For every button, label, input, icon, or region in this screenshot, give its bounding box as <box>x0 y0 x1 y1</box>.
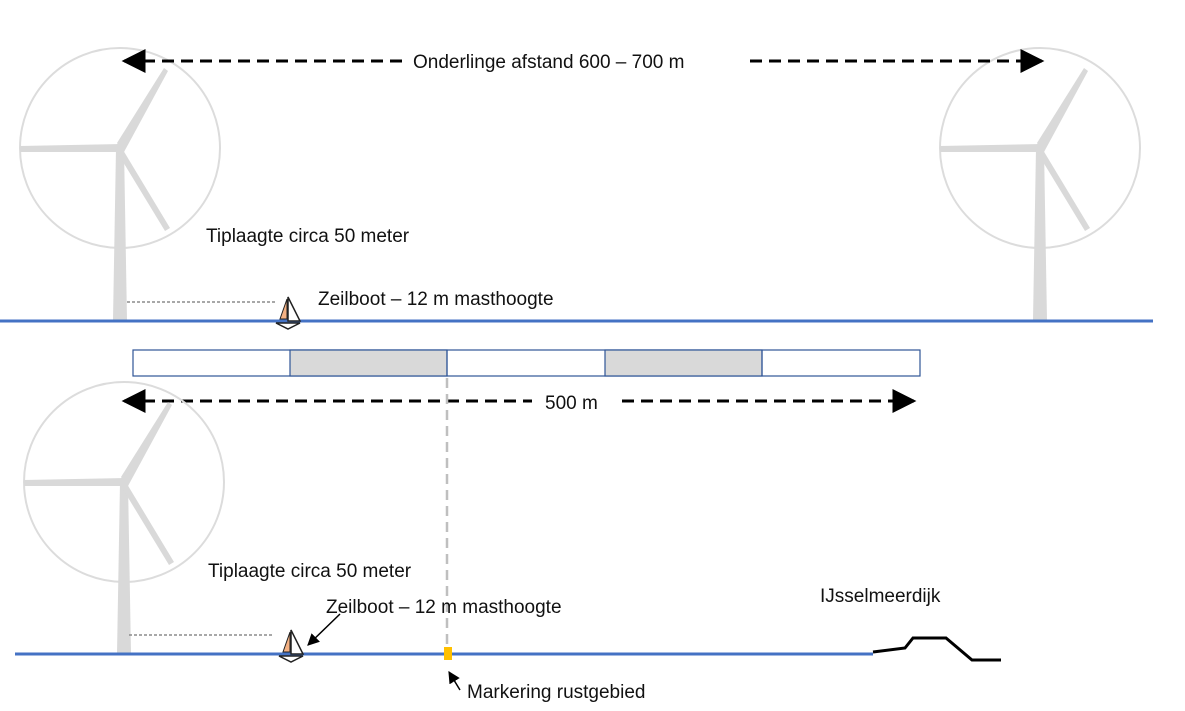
sailboat-icon-top <box>275 296 301 330</box>
sailboat-label-bottom: Zeilboot – 12 m masthoogte <box>326 597 562 618</box>
marker-pointer-arrow <box>448 670 461 691</box>
distance-label: 500 m <box>545 393 598 414</box>
wind-turbine-left-top <box>19 47 221 321</box>
marker-label: Markering rustgebied <box>467 682 645 703</box>
dike-label: IJsselmeerdijk <box>820 586 941 607</box>
sailboat-pointer-arrow <box>307 613 341 646</box>
sailboat-label-top: Zeilboot – 12 m masthoogte <box>318 289 554 310</box>
wind-turbine-right-top <box>939 47 1141 321</box>
scale-bar-segment-shaded <box>289 349 448 377</box>
wind-turbine-bottom <box>23 381 225 655</box>
scale-bar-frame <box>132 349 921 377</box>
scale-bar-segment-shaded <box>604 349 763 377</box>
dike-profile <box>872 636 1001 662</box>
rest-area-marker <box>444 647 452 660</box>
scale-bar <box>132 349 921 377</box>
sailboat-icon-bottom <box>278 629 304 663</box>
spacing-label: Onderlinge afstand 600 – 700 m <box>413 52 684 73</box>
tip-height-label-bottom: Tiplaagte circa 50 meter <box>208 561 412 582</box>
tip-height-label-top: Tiplaagte circa 50 meter <box>206 226 410 247</box>
